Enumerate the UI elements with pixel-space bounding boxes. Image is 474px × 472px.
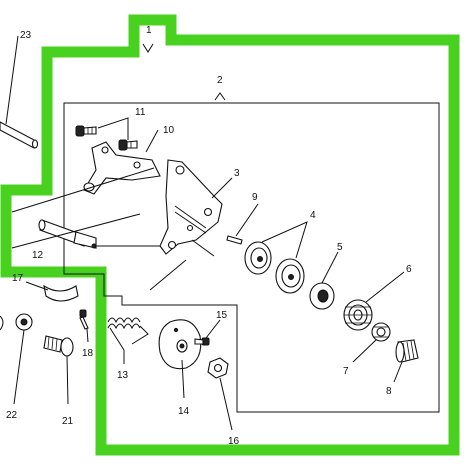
callout-17: 17 [12,273,24,284]
callout-4: 4 [310,210,316,221]
shaft-part-12 [38,219,97,249]
leader-4 [261,221,308,259]
leader-14 [181,359,185,399]
screw-part-18 [79,309,89,330]
callout-2: 2 [217,75,223,86]
bracket-part-10 [83,141,161,195]
leader-23 [5,35,19,125]
clip-part-17 [43,284,79,302]
leader-7 [352,339,377,363]
collar-part-5 [309,282,335,310]
nut-part-16 [207,357,229,379]
rod-part-23 [0,121,39,149]
leader-21 [66,355,69,405]
leader-2 [214,92,226,101]
screw-part-21 [43,335,74,357]
leader-18 [86,328,89,343]
gear-part-6 [343,299,373,331]
guide-line-e [149,259,187,291]
leader-17 [25,281,49,291]
screw-part-11a [75,125,97,137]
leader-11 [97,117,129,140]
callout-14: 14 [178,406,190,417]
guide-line-b [11,213,141,249]
callout-8: 8 [386,386,392,397]
bushing-part-7 [371,322,391,342]
callout-16: 16 [228,436,240,447]
callout-21: 21 [62,416,74,427]
main-plate-part-3 [159,159,223,255]
callout-23: 23 [20,30,32,41]
leader-22 [13,329,25,405]
disc-part-4a [244,241,272,275]
assembly-highlight-outline [0,14,460,456]
coupling-part-8 [395,339,419,363]
leader-8 [393,361,403,383]
leader-10 [145,129,159,153]
callout-18: 18 [82,348,94,359]
callout-22: 22 [6,410,18,421]
subassembly-outline [63,102,440,413]
callout-3: 3 [234,168,240,179]
spring-part-13 [107,317,149,351]
leader-15 [205,319,221,339]
callout-15: 15 [216,310,228,321]
leader-16 [219,377,233,431]
callout-6: 6 [406,264,412,275]
pin-part-9 [226,235,243,245]
callout-12: 12 [32,250,44,261]
callout-9: 9 [252,192,258,203]
set-screw-part-15 [194,337,210,346]
leader-5 [321,251,339,284]
callout-10: 10 [163,125,175,136]
washer-part-22 [0,313,33,331]
callout-7: 7 [343,366,349,377]
leader-3 [211,177,233,199]
callout-13: 13 [117,370,129,381]
callout-1: 1 [146,25,152,36]
callout-5: 5 [337,242,343,253]
callout-11: 11 [135,107,146,118]
guide-line-a [11,167,155,213]
leader-6 [365,271,405,303]
leader-9 [235,203,259,237]
screw-part-11b [118,139,138,151]
disc-part-4b [275,258,305,294]
cam-disc-part-14 [158,319,202,370]
leader-1 [142,43,154,53]
guide-line-d [191,239,215,257]
